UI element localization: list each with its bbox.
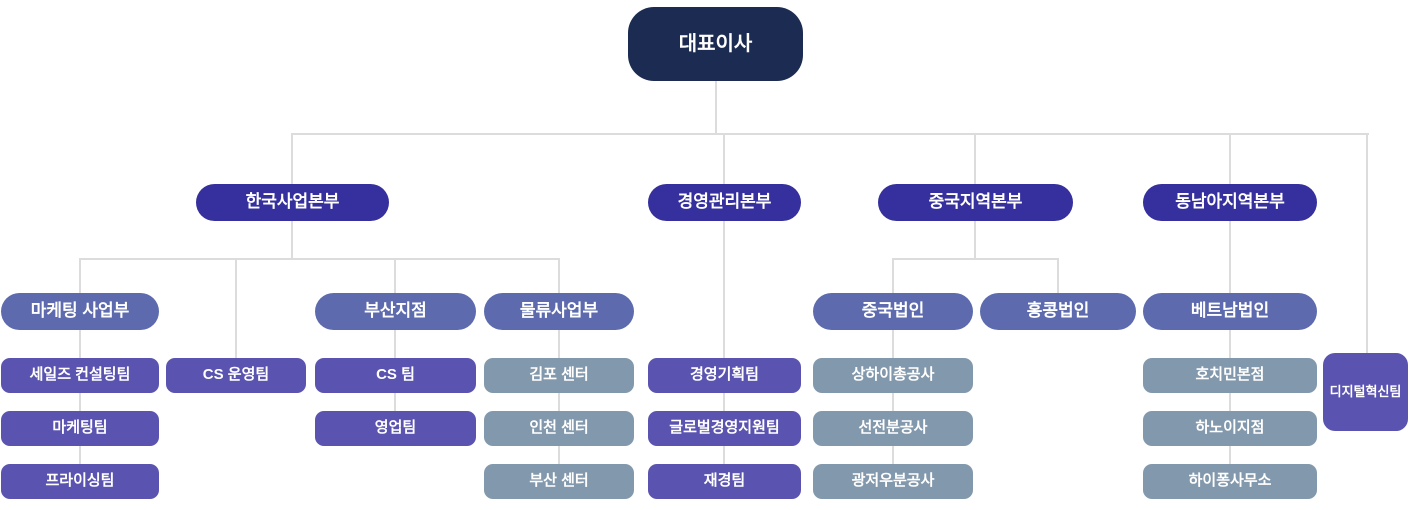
node-vietnam-corp: 베트남법인 (1143, 293, 1317, 330)
node-global-management-support-team: 글로벌경영지원팀 (648, 411, 801, 446)
node-china-region-hq: 중국지역본부 (878, 184, 1073, 221)
node-shanghai-head-office: 상하이총공사 (813, 358, 973, 393)
connector-digital-innovation-drop (1366, 133, 1368, 353)
node-shenzhen-branch-office: 선전분공사 (813, 411, 973, 446)
connector-root-drop (715, 81, 717, 134)
node-management-planning-team: 경영기획팀 (648, 358, 801, 393)
node-gimpo-center: 김포 센터 (484, 358, 634, 393)
node-management-hq: 경영관리본부 (648, 184, 801, 221)
node-incheon-center: 인천 센터 (484, 411, 634, 446)
connector-korea-horizontal (79, 258, 560, 260)
connector-top-horizontal (291, 133, 1369, 135)
node-hanoi-branch: 하노이지점 (1143, 411, 1317, 446)
node-hongkong-corp: 홍콩법인 (980, 293, 1136, 330)
node-sales-consulting-team: 세일즈 컨설팅팀 (1, 358, 159, 393)
node-digital-innovation-team: 디지털혁신팀 (1323, 353, 1408, 431)
connector-cs-operations-drop (235, 258, 237, 358)
connector-china-horizontal (892, 258, 1059, 260)
node-cs-operations-team: CS 운영팀 (166, 358, 306, 393)
node-logistics-division: 물류사업부 (484, 293, 634, 330)
node-busan-branch: 부산지점 (315, 293, 476, 330)
node-china-corp: 중국법인 (813, 293, 973, 330)
node-haiphong-office: 하이퐁사무소 (1143, 464, 1317, 499)
connector-busan-branch-column (394, 258, 396, 411)
node-pricing-team: 프라이싱팀 (1, 464, 159, 499)
node-korea-business-hq: 한국사업본부 (196, 184, 389, 221)
connector-hongkong-drop (1057, 258, 1059, 293)
node-marketing-division: 마케팅 사업부 (1, 293, 159, 330)
node-busan-center: 부산 센터 (484, 464, 634, 499)
node-sea-region-hq: 동남아지역본부 (1143, 184, 1317, 221)
node-marketing-team: 마케팅팀 (1, 411, 159, 446)
node-hochiminh-main-office: 호치민본점 (1143, 358, 1317, 393)
node-sales-team: 영업팀 (315, 411, 476, 446)
connector-management-hq-drop (723, 133, 725, 464)
node-cs-team: CS 팀 (315, 358, 476, 393)
node-ceo: 대표이사 (628, 7, 803, 81)
node-finance-team: 재경팀 (648, 464, 801, 499)
node-guangzhou-branch-office: 광저우분공사 (813, 464, 973, 499)
